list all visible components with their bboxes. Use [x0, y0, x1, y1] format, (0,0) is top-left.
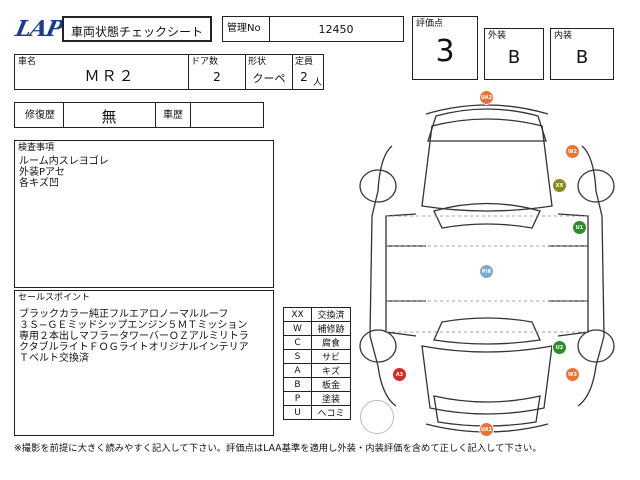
- repair-history-label: 修復歴: [25, 110, 55, 121]
- divider-shape: [245, 55, 246, 89]
- sales-points-box: セールスポイント ブラックカラー純正フルエアロノーマルルーフ ３Ｓ−ＧＥミッドシ…: [14, 290, 274, 436]
- mark-xx: XX: [552, 178, 567, 193]
- wheel-front-left: [359, 169, 397, 203]
- inspection-notes: ルーム内スレヨゴレ 外装Pアセ 各キズ凹: [19, 156, 109, 189]
- footer-note: ※撮影を前提に大きく読みやすく記入して下さい。評価点はLAA基準を適用し外装・内…: [14, 443, 542, 454]
- door-count-label: ドア数: [191, 57, 219, 67]
- legend-code: B: [283, 377, 312, 392]
- car-name-label: 車名: [18, 57, 37, 67]
- sheet-title-box: 車両状態チェックシート: [62, 16, 212, 42]
- body-shape-value: クーペ: [252, 72, 286, 85]
- exterior-rating-label: 外装: [488, 31, 507, 41]
- legend-meaning: ヘコミ: [311, 405, 351, 420]
- divider-car-history: [155, 103, 156, 127]
- car-hood-front: [421, 118, 553, 212]
- mark-pr: P/R: [479, 264, 494, 279]
- legend-code: S: [283, 349, 312, 364]
- mark-u2: U2: [552, 340, 567, 355]
- legend-code: C: [283, 335, 312, 350]
- history-row: 修復歴 無 車歴: [14, 102, 264, 128]
- car-body-diagram: [359, 104, 615, 433]
- interior-rating-value: B: [575, 47, 589, 68]
- mark-a3: A3: [392, 367, 407, 382]
- car-history-label: 車歴: [163, 110, 183, 121]
- legend-meaning: 補修跡: [311, 321, 351, 336]
- car-roof-outline: [427, 108, 547, 142]
- repair-history-value: 無: [101, 108, 117, 126]
- legend-meaning: 交換済: [311, 307, 351, 322]
- management-number-box: 管理No 12450: [222, 16, 404, 42]
- spare-tire-circle: [360, 400, 394, 434]
- legend-code: W: [283, 321, 312, 336]
- mark-w2: W2: [565, 144, 580, 159]
- legend-meaning: 塗装: [311, 391, 351, 406]
- divider-doors: [188, 55, 189, 89]
- door-count-value: 2: [213, 70, 221, 84]
- car-windshield: [433, 202, 541, 229]
- divider-capacity: [292, 55, 293, 89]
- car-left-side: [369, 145, 397, 407]
- exterior-rating-value: B: [507, 47, 521, 68]
- sales-points-label: セールスポイント: [18, 293, 91, 303]
- mark-w3: W3: [565, 367, 580, 382]
- car-front-bumper: [425, 104, 549, 115]
- legend-code: XX: [283, 307, 312, 322]
- capacity-unit: 人: [313, 78, 323, 88]
- overall-rating-value: 3: [435, 34, 455, 69]
- legend-code: P: [283, 391, 312, 406]
- wheel-rear-left: [359, 329, 397, 363]
- body-shape-label: 形状: [248, 57, 267, 67]
- sheet-title: 車両状態チェックシート: [70, 25, 203, 39]
- interior-rating-label: 内装: [554, 31, 573, 41]
- wheel-rear-right: [577, 329, 615, 363]
- mark-ua1: UA1: [479, 422, 494, 437]
- car-rear-deck: [421, 345, 553, 415]
- legend-meaning: 腐食: [311, 335, 351, 350]
- legend-code: U: [283, 405, 312, 420]
- capacity-label: 定員: [295, 57, 314, 67]
- overall-rating-label: 評価点: [416, 19, 444, 29]
- legend-meaning: 板金: [311, 377, 351, 392]
- legend-code: A: [283, 363, 312, 378]
- management-divider: [269, 17, 270, 41]
- management-number-value: 12450: [318, 23, 354, 36]
- divider-repair: [63, 103, 64, 127]
- car-trunk: [433, 395, 541, 427]
- car-name-value: ＭＲ２: [84, 67, 136, 85]
- interior-rating-box: 内装 B: [550, 28, 614, 80]
- exterior-rating-box: 外装 B: [484, 28, 544, 80]
- inspection-box: 検査事項 ルーム内スレヨゴレ 外装Pアセ 各キズ凹: [14, 140, 274, 288]
- vehicle-info-row: 車名 ＭＲ２ ドア数 2 形状 クーペ 定員 2 人: [14, 54, 324, 90]
- sales-points-text: ブラックカラー純正フルエアロノーマルルーフ ３Ｓ−ＧＥミッドシップエンジン５ＭＴ…: [19, 309, 249, 364]
- inspection-label: 検査事項: [18, 143, 55, 153]
- car-right-side: [577, 145, 605, 407]
- divider-car-history-value: [190, 103, 191, 127]
- car-rear-window: [433, 317, 541, 345]
- wheel-front-right: [577, 169, 615, 203]
- car-cabin: [385, 213, 589, 337]
- overall-rating-box: 評価点 3: [412, 16, 478, 80]
- management-number-label: 管理No: [227, 23, 261, 34]
- legend-meaning: キズ: [311, 363, 351, 378]
- mark-ua2: UA2: [479, 90, 494, 105]
- mark-u1: U1: [572, 220, 587, 235]
- capacity-value: 2: [300, 70, 308, 84]
- legend-meaning: サビ: [311, 349, 351, 364]
